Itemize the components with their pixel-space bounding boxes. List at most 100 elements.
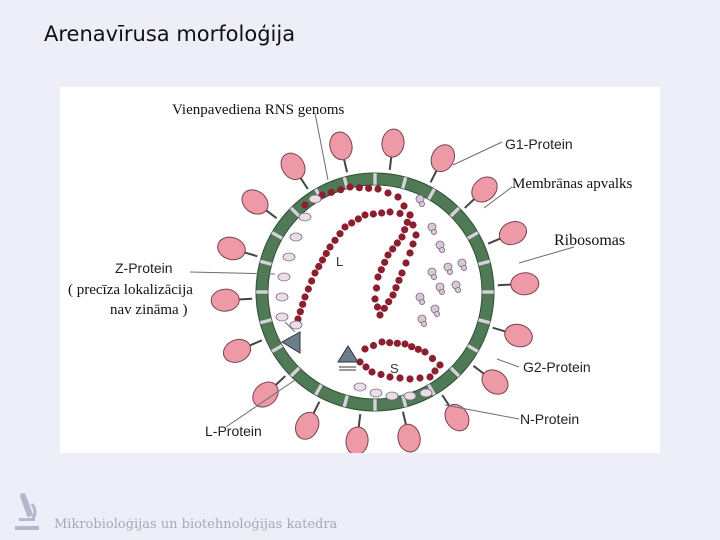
nucleocapsid-bead [386, 208, 394, 216]
n-protein-label: N-Protein [520, 411, 579, 427]
nucleocapsid-bead [301, 201, 309, 209]
nucleocapsid-bead [406, 375, 414, 383]
nucleocapsid-bead [406, 211, 414, 219]
microscope-icon [15, 493, 39, 530]
nucleocapsid-bead [393, 339, 401, 347]
nucleocapsid-bead [393, 239, 401, 247]
nucleocapsid-bead [356, 358, 364, 366]
membrane-protein [289, 365, 302, 378]
nucleocapsid-bead [376, 311, 384, 319]
l-protein-marker-bottom [337, 345, 359, 363]
membrane-proteins [255, 172, 495, 412]
membrane-protein [466, 343, 480, 354]
nucleocapsid-bead [409, 221, 417, 229]
glycoprotein-spike [430, 144, 455, 173]
nucleocapsid-bead [378, 338, 386, 346]
genome-label: Vienpavediena RNS genoms [172, 102, 345, 118]
nucleocapsid-bead [373, 303, 382, 311]
membrane-protein [448, 206, 461, 219]
ribosomes [275, 194, 467, 401]
nucleocapsid-bead [369, 341, 378, 350]
nucleocapsid-bead [378, 209, 386, 217]
glycoprotein-spike [280, 152, 306, 181]
slide-title: Arenavīrusa morfoloģija [44, 22, 296, 46]
nucleocapsid-bead [389, 245, 397, 253]
nucleocapsid-bead [304, 285, 312, 293]
nucleocapsid-bead [331, 236, 339, 244]
glycoprotein-spikes [210, 128, 540, 453]
nucleocapsid-bead [414, 345, 422, 353]
membrane-protein [426, 187, 437, 201]
nucleocapsid-bead [377, 266, 385, 274]
membrane-protein [400, 176, 409, 190]
nucleocapsid-bead [401, 340, 409, 348]
nucleocapsid-bead [365, 184, 373, 192]
membrane-protein [481, 289, 495, 295]
nucleocapsid-bead [374, 185, 382, 193]
z-protein [289, 320, 303, 330]
nucleocapsid-bead [398, 233, 406, 241]
nucleocapsid-bead [361, 345, 369, 353]
nucleocapsid-bead [368, 368, 376, 376]
z-protein [289, 232, 303, 242]
membrane-protein [477, 317, 491, 326]
membrane-label: Membrānas apvalks [512, 176, 633, 192]
nucleocapsid-bead [431, 367, 439, 375]
ribosome-subunit [420, 320, 427, 327]
nucleocapsid-bead [394, 193, 402, 201]
z-protein [275, 312, 289, 322]
glycoprotein-spike [481, 369, 509, 395]
nucleocapsid-bead [398, 269, 406, 277]
z-protein-label: Z-Protein [115, 260, 173, 276]
nucleocapsid-bead [315, 262, 323, 271]
ribosome-subunit [418, 201, 425, 208]
glycoprotein-spike [252, 381, 279, 408]
nucleocapsid-bead [402, 259, 410, 267]
nucleocapsid-bead [385, 298, 393, 306]
membrane-protein [448, 365, 461, 378]
l-protein-marker-left [281, 331, 301, 354]
glycoprotein-spike [498, 221, 528, 246]
l-protein-label: L-Protein [205, 423, 262, 439]
g2-protein-label: G2-Protein [523, 359, 591, 375]
nucleocapsid-bead [361, 211, 369, 219]
l-segment-label: L [336, 254, 343, 269]
ribosome-subunit [430, 228, 437, 235]
virion-diagram-panel: Vienpavediena RNS genoms G1-Protein Memb… [60, 87, 660, 453]
ribosome-subunit [438, 246, 445, 253]
membrane-protein [270, 343, 284, 354]
footer: Mikrobioloģijas un biotehnoloģijas kated… [12, 492, 432, 532]
glycoprotein-spike [210, 288, 240, 312]
nucleocapsid-bead [436, 361, 444, 369]
nucleocapsid-bead [377, 370, 385, 379]
nucleocapsid-bead [327, 188, 335, 196]
nucleocapsid-bead [384, 251, 392, 259]
ribosome-subunit [438, 288, 445, 295]
nucleocapsid-bead [389, 291, 397, 299]
nucleocapsid-bead [362, 363, 370, 371]
nucleocapsid-bead [401, 226, 409, 234]
n-protein [353, 382, 367, 392]
glycoprotein-spike [510, 272, 540, 296]
membrane-protein [341, 394, 350, 408]
nucleocapsid-bead [408, 343, 416, 351]
glycoprotein-spike [397, 423, 421, 453]
membrane-protein [259, 317, 273, 326]
ribosome-subunit [446, 268, 453, 275]
z-protein [308, 194, 322, 204]
glycoprotein-spike [471, 176, 498, 203]
s-segment-label: S [390, 361, 399, 376]
membrane-protein [466, 230, 480, 241]
membrane-protein [372, 398, 378, 412]
department-name: Mikrobioloģijas un biotehnoloģijas kated… [54, 517, 338, 532]
nucleocapsid-bead [371, 295, 379, 303]
z-protein [298, 212, 312, 222]
leader-lines [189, 112, 575, 428]
nucleocapsid-bead [322, 249, 330, 258]
membrane-protein [477, 258, 491, 267]
nucleocapsid-bead [301, 293, 309, 301]
n-protein [369, 388, 383, 398]
nucleocapsid-bead [416, 374, 424, 382]
membrane-protein [400, 394, 409, 408]
ribosome-subunit [454, 286, 461, 293]
